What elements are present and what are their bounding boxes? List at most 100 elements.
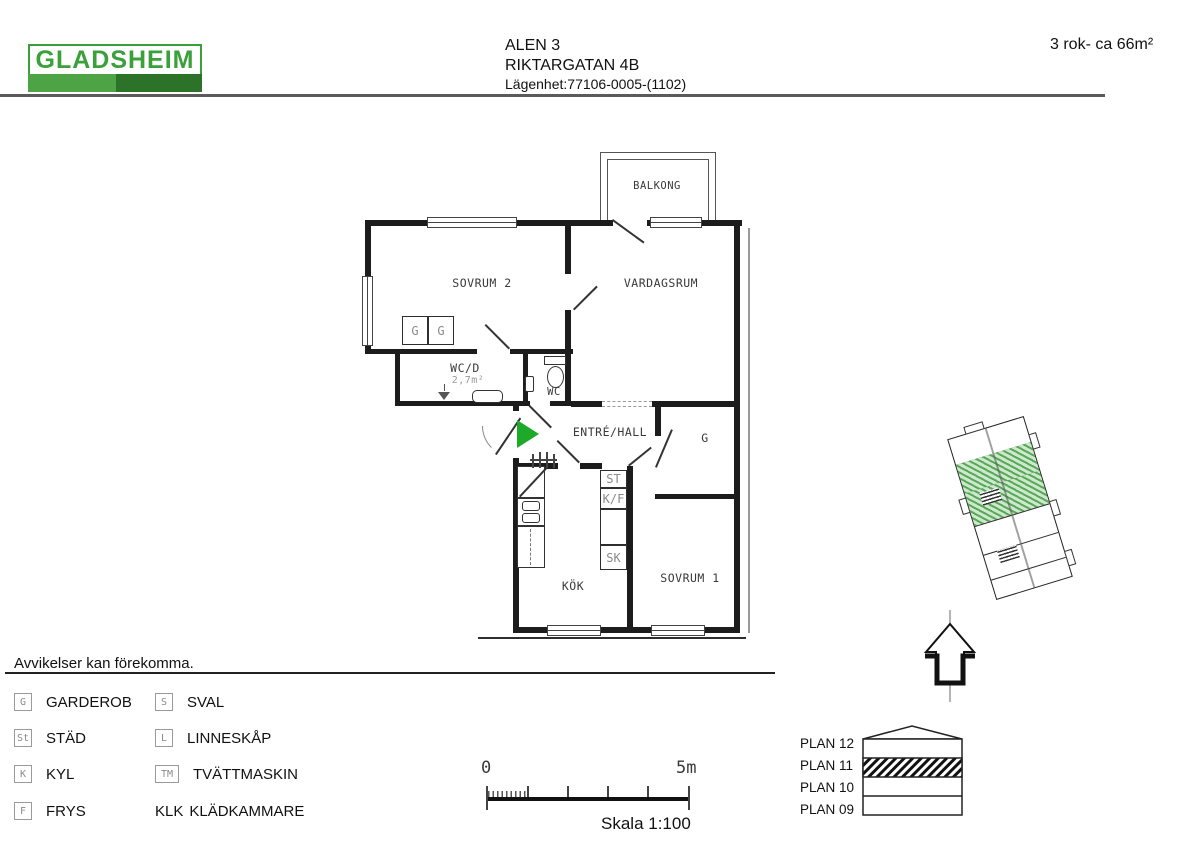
floor-drain-icon <box>438 392 450 400</box>
floor-label-plan10: PLAN 10 <box>800 780 855 795</box>
room-area-wcd: 2,7m² <box>451 375 485 386</box>
wall <box>580 463 602 469</box>
coat-rack-icon <box>532 454 534 468</box>
wall <box>571 401 602 407</box>
room-label-hall-wardrobe: G <box>701 431 709 445</box>
door-leaf <box>628 446 652 467</box>
room-label-wc: WC <box>547 386 561 398</box>
project-name: ALEN 3 <box>505 37 561 54</box>
scale-bar <box>487 797 690 801</box>
scale-caption: Skala 1:100 <box>601 814 691 833</box>
legend-item-frys: F FRYS <box>14 800 86 822</box>
legend-item-tvattmaskin: TM TVÄTTMASKIN <box>155 763 298 785</box>
floor-stack-diagram <box>862 725 963 816</box>
window <box>651 625 705 636</box>
apartment-id: Lägenhet:77106-0005-(1102) <box>505 76 687 92</box>
cabinet-letter: SK <box>606 550 621 565</box>
room-label-sovrum1: SOVRUM 1 <box>660 571 720 585</box>
legend-symbol: St <box>14 729 32 747</box>
exterior-ground-line <box>478 637 746 639</box>
legend-item-garderob: G GARDEROB <box>14 691 132 713</box>
room-label-sovrum2: SOVRUM 2 <box>452 276 512 290</box>
room-label-balkong: BALKONG <box>633 180 681 192</box>
legend-label: LINNESKÅP <box>187 729 272 747</box>
wall <box>365 349 477 354</box>
legend-item-kyl: K KYL <box>14 763 74 785</box>
window <box>362 276 373 346</box>
wall <box>513 627 740 633</box>
stove-burners <box>522 513 540 523</box>
legend-symbol: KLK <box>155 802 184 820</box>
room-label-entre: ENTRÉ/HALL <box>572 425 648 439</box>
legend-symbol: S <box>155 693 173 711</box>
neighbor-wall-line <box>748 228 750 633</box>
wardrobe-letter: G <box>437 323 445 338</box>
wardrobe-box: G <box>402 316 428 345</box>
wall <box>655 407 661 436</box>
floor-label-plan11: PLAN 11 <box>800 758 854 773</box>
wall <box>652 401 740 407</box>
kitchen-counter <box>517 526 545 568</box>
counter-centerline <box>530 529 532 565</box>
window <box>650 217 702 228</box>
legend-item-linneskap: L LINNESKÅP <box>155 727 271 749</box>
wardrobe-box: G <box>428 316 454 345</box>
floor-drain-stem <box>443 384 445 391</box>
floorplan-drawing: BALKONG G G ST K/F SK <box>360 148 760 648</box>
wc-sink <box>525 376 534 392</box>
room-label-kok: KÖK <box>561 579 585 593</box>
scale-tick <box>688 786 690 810</box>
toilet-bowl <box>547 366 564 388</box>
legend-item-sval: S SVAL <box>155 691 224 713</box>
disclaimer-divider <box>5 672 775 674</box>
wall <box>734 220 740 407</box>
scale-end-label: 5m <box>676 758 697 778</box>
legend-label: KYL <box>46 765 75 783</box>
disclaimer-text: Avvikelser kan förekomma. <box>14 655 194 672</box>
wall <box>565 226 571 274</box>
legend-label: GARDEROB <box>46 693 132 711</box>
legend-symbol: TM <box>155 765 179 783</box>
coat-rack-bar <box>530 459 557 461</box>
balcony-inner-wall <box>607 159 709 223</box>
logo-text: GLADSHEIM <box>35 45 195 74</box>
room-label-wcd: WC/D <box>450 361 480 375</box>
legend-label: TVÄTTMASKIN <box>193 765 299 783</box>
legend-item-stad: St STÄD <box>14 727 86 749</box>
window <box>427 217 517 228</box>
stove-unit <box>517 498 545 526</box>
balcony-door-opening <box>613 220 647 226</box>
situation-plan <box>947 415 1078 603</box>
legend-item-kladkammare: KLK KLÄDKAMMARE <box>155 800 304 822</box>
legend-label: FRYS <box>46 802 86 820</box>
scale-subticks <box>488 791 528 797</box>
entry-door-arc <box>482 426 513 457</box>
wall <box>365 220 742 226</box>
wall <box>523 401 530 406</box>
wall <box>395 349 400 406</box>
legend-label: KLÄDKAMMARE <box>189 802 305 820</box>
scale-tick <box>567 786 569 797</box>
stove-burners <box>522 501 540 511</box>
legend-symbol: F <box>14 802 32 820</box>
wall <box>655 494 740 499</box>
wall <box>513 458 519 633</box>
gladsheim-logo: GLADSHEIM <box>28 44 202 76</box>
floor-label-plan09: PLAN 09 <box>800 802 855 817</box>
door-leaf <box>573 285 598 311</box>
cabinet-box <box>600 509 627 545</box>
wall <box>395 401 528 406</box>
wall <box>550 401 571 406</box>
legend-symbol: L <box>155 729 173 747</box>
logo-bar-dark <box>116 74 202 92</box>
shower-fixture <box>472 390 503 403</box>
cabinet-letter: ST <box>606 472 621 486</box>
header-title-block: ALEN 3 RIKTARGATAN 4B Lägenhet:77106-000… <box>505 36 686 94</box>
window <box>547 625 601 636</box>
scale-tick <box>486 786 488 810</box>
coat-rack-icon <box>553 454 555 468</box>
legend-label: STÄD <box>46 729 87 747</box>
street-address: RIKTARGATAN 4B <box>505 57 640 74</box>
entry-arrow-icon <box>517 420 539 448</box>
balcony-outer-wall <box>600 152 716 223</box>
